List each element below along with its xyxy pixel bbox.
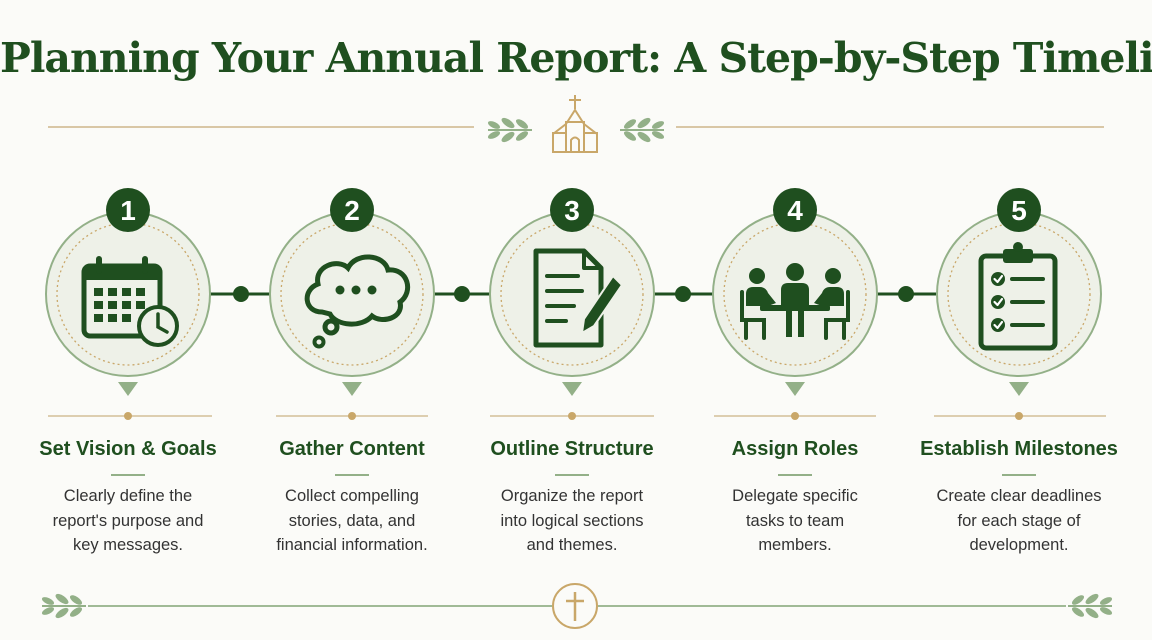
team-chairs	[740, 290, 850, 340]
step-description-2: Collect compelling stories, data, and fi…	[276, 487, 428, 554]
step-title-4: Assign Roles	[731, 438, 859, 460]
leaf-sprig-icon	[1067, 590, 1115, 622]
step-number: 1	[120, 195, 136, 226]
step-description-5: Create clear deadlines for each stage of…	[936, 487, 1102, 554]
page-title: Planning Your Annual Report: A Step-by-S…	[0, 34, 1152, 82]
step-title-2: Gather Content	[279, 438, 425, 460]
clipboard-checklist-icon	[978, 242, 1058, 351]
church-icon	[552, 95, 598, 153]
step-number: 5	[1011, 195, 1027, 226]
leaf-sprig-icon	[619, 114, 667, 146]
step-description-3: Organize the report into logical section…	[500, 487, 644, 554]
timeline-connector	[210, 286, 936, 302]
header-divider-right	[676, 126, 1104, 128]
step-number: 3	[564, 195, 580, 226]
leaf-sprig-icon	[39, 590, 87, 622]
calendar-clock-icon	[81, 256, 179, 347]
step-number-badge-4: 4	[773, 188, 817, 232]
step-description-4: Delegate specific tasks to team members.	[732, 487, 858, 554]
step-number: 2	[344, 195, 360, 226]
step-description-1: Clearly define the report's purpose and …	[52, 487, 204, 554]
step-number: 4	[787, 195, 803, 226]
step-title-3: Outline Structure	[490, 438, 654, 460]
step-title-1: Set Vision & Goals	[39, 438, 217, 460]
thought-dots	[335, 285, 377, 295]
step-separators	[48, 412, 1106, 420]
step-number-badge-5: 5	[997, 188, 1041, 232]
step-number-badge-2: 2	[330, 188, 374, 232]
cross-icon	[552, 583, 598, 629]
header-divider-left	[48, 126, 474, 128]
leaf-sprig-icon	[485, 114, 533, 146]
team-meeting-icon	[746, 263, 844, 337]
step-number-badge-3: 3	[550, 188, 594, 232]
step-number-badge-1: 1	[106, 188, 150, 232]
document-pen-icon	[533, 248, 624, 348]
step-title-5: Establish Milestones	[920, 438, 1118, 460]
